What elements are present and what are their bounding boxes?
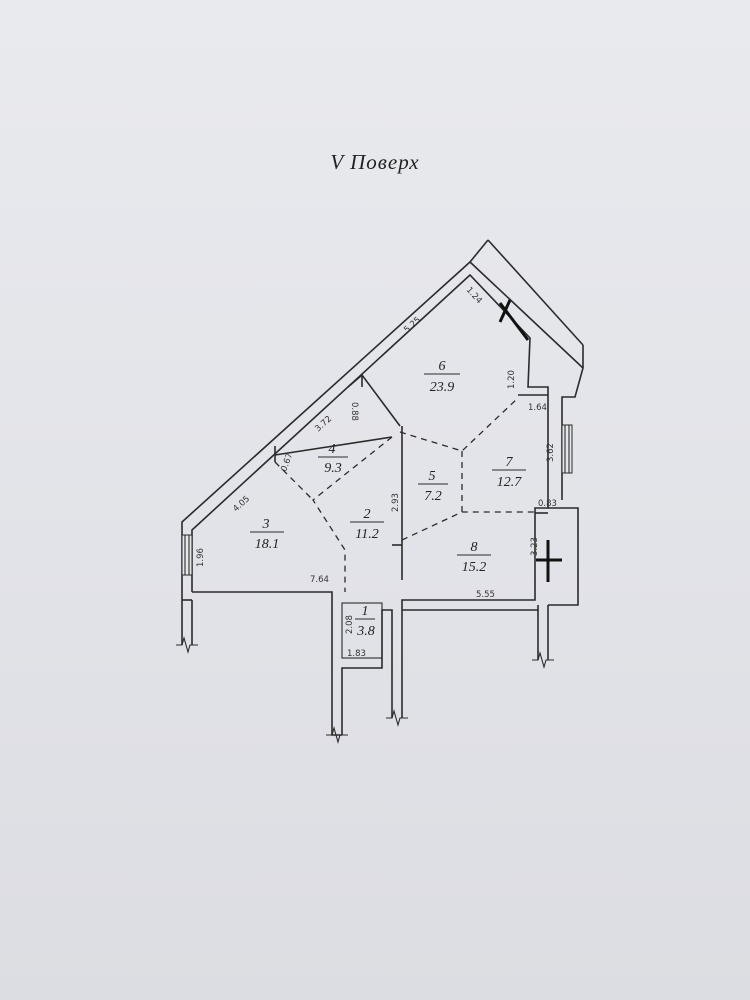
- dim-0-88: 0.88: [349, 402, 359, 421]
- room-4-area: 9.3: [324, 461, 342, 476]
- dash-6-5-7: [399, 397, 519, 452]
- room-5-number: 5: [429, 469, 436, 484]
- dim-1-96: 1.96: [196, 548, 206, 567]
- room-2-area: 11.2: [355, 527, 378, 542]
- room-1-number: 1: [362, 604, 369, 619]
- window-room-7: [561, 424, 573, 474]
- wall-corner-balcony: [487, 239, 584, 346]
- dim-7-64: 7.64: [310, 575, 329, 585]
- room-6-area: 23.9: [430, 380, 455, 395]
- dash-2-4-3: [312, 436, 393, 592]
- dim-2-08: 2.08: [345, 615, 355, 634]
- dim-3-23: 3.23: [530, 537, 540, 556]
- room-7-area: 12.7: [497, 475, 523, 490]
- dash-5-8: [401, 511, 535, 541]
- floor-title: V Поверх: [330, 150, 420, 174]
- room-7-number: 7: [506, 455, 514, 470]
- wall-3-4: [274, 436, 393, 456]
- room-4-number: 4: [329, 442, 336, 457]
- door-tick-room-6: [498, 299, 512, 323]
- room-1-label[interactable]: 1 3.8: [355, 604, 375, 639]
- room-6-number: 6: [439, 359, 446, 374]
- room-3-label[interactable]: 3 18.1: [250, 517, 284, 552]
- room-2-number: 2: [364, 507, 371, 522]
- dim-1-20: 1.20: [507, 370, 517, 389]
- dim-5-55: 5.55: [476, 590, 495, 600]
- room-1-box: [341, 602, 383, 659]
- room-7-label[interactable]: 7 12.7: [492, 455, 526, 490]
- inner-wall-line: [191, 273, 549, 610]
- break-mark-4: [532, 650, 554, 670]
- wall-corner-top: [469, 239, 489, 263]
- dim-3-72: 3.72: [313, 414, 334, 434]
- right-balcony: [548, 507, 579, 606]
- dim-0-83: 0.83: [538, 499, 557, 509]
- break-mark-1: [176, 635, 198, 655]
- room-8-number: 8: [471, 540, 478, 555]
- interior-walls: [274, 373, 548, 580]
- room-5-label[interactable]: 5 7.2: [418, 469, 448, 504]
- dim-5-25: 5.25: [402, 315, 423, 335]
- dim-1-83: 1.83: [347, 649, 366, 659]
- balcony-door-room-6: [498, 302, 530, 341]
- dim-3-62: 3.62: [546, 443, 556, 462]
- room-4-label[interactable]: 4 9.3: [318, 442, 348, 476]
- room-6-label[interactable]: 6 23.9: [424, 359, 460, 395]
- outer-wall-line: [181, 260, 584, 645]
- room-3-number: 3: [262, 517, 270, 532]
- zone-separators: [274, 397, 535, 592]
- dim-1-24: 1.24: [464, 285, 484, 306]
- room-8-area: 15.2: [462, 560, 487, 575]
- room-1-area: 3.8: [356, 624, 375, 639]
- window-room-3: [181, 534, 193, 576]
- room-8-label[interactable]: 8 15.2: [457, 540, 491, 575]
- dim-1-64: 1.64: [528, 403, 547, 413]
- dim-4-05: 4.05: [231, 494, 252, 514]
- dim-2-93: 2.93: [391, 493, 401, 512]
- dim-0-67: 0.67: [279, 452, 295, 473]
- room-2-label[interactable]: 2 11.2: [350, 507, 384, 542]
- room-3-area: 18.1: [255, 537, 280, 552]
- break-mark-3: [386, 708, 408, 728]
- room-labels: 1 3.8 2 11.2 3 18.1 4 9.3 5: [250, 359, 526, 639]
- bottom-wall-left: [192, 591, 333, 600]
- dash-3-4: [274, 461, 314, 501]
- exterior-walls: [181, 239, 584, 736]
- break-mark-2: [326, 725, 348, 745]
- openings: [176, 299, 573, 745]
- corridor-wall-left: [331, 600, 342, 736]
- room-5-area: 7.2: [424, 489, 442, 504]
